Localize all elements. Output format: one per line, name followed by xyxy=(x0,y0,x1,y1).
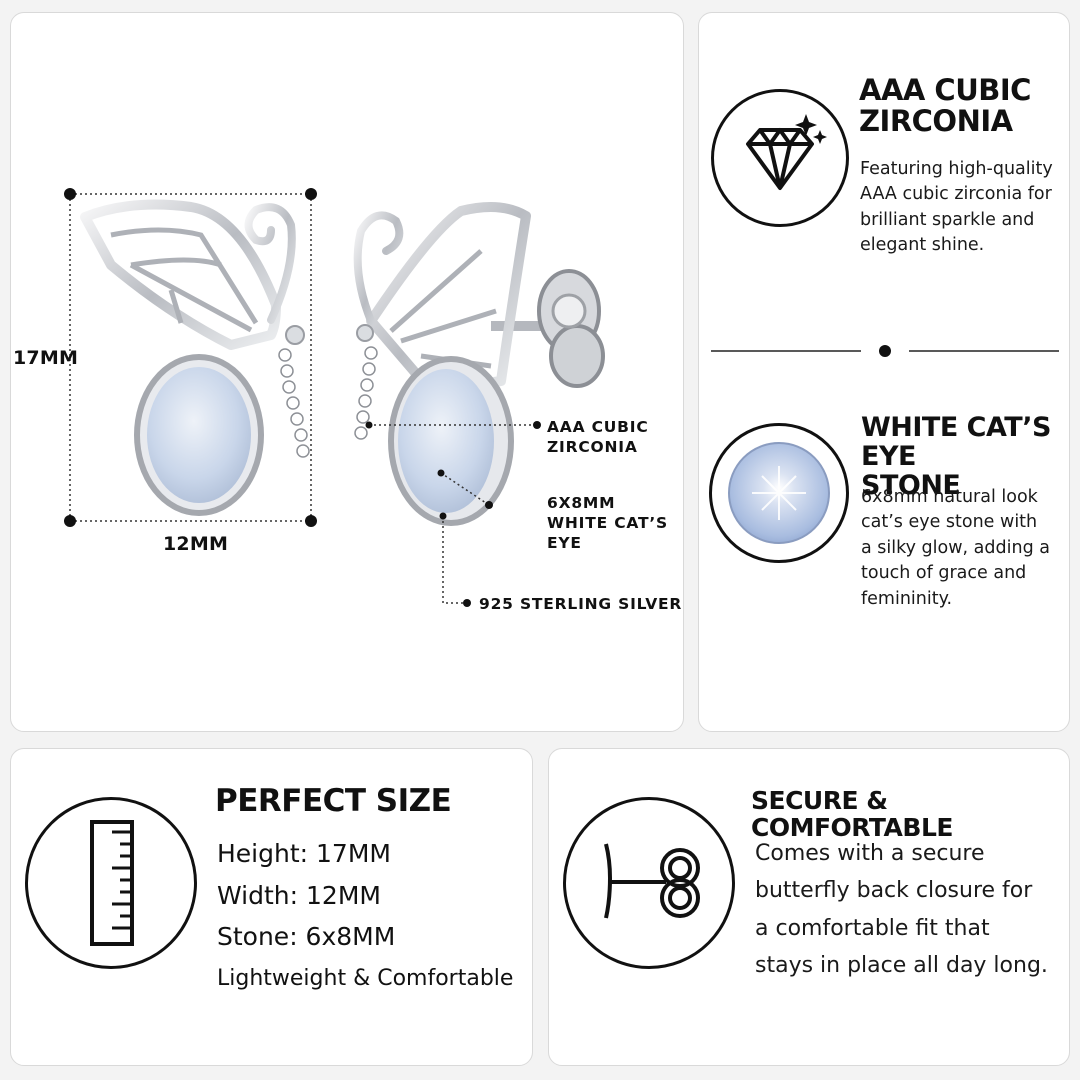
zirconia-title-line2: ZIRCONIA xyxy=(859,104,1013,139)
zirconia-description: Featuring high-quality AAA cubic zirconi… xyxy=(860,157,1053,259)
cats-eye-desc-line: 6x8mm natural look xyxy=(861,487,1038,507)
earring-back-icon xyxy=(604,843,700,919)
zirconia-desc-line: elegant shine. xyxy=(860,235,985,256)
secure-desc-line: stays in place all day long. xyxy=(755,953,1048,979)
cats-eye-title-line2: STONE xyxy=(861,470,961,502)
callout-stone: 6X8MM WHITE CAT’S EYE xyxy=(547,493,683,553)
cats-eye-icon-circle xyxy=(709,423,849,563)
zirconia-title-line1: AAA CUBIC xyxy=(859,73,1031,107)
cats-eye-desc-line: cat’s eye stone with xyxy=(861,512,1038,533)
product-panel: 17MM 12MM AAA CUBIC ZIRCONIA 6X8MM WHITE… xyxy=(10,12,684,732)
secure-description: Comes with a secure butterfly back closu… xyxy=(755,835,1048,985)
earring-front-image xyxy=(80,199,310,516)
stone-spec: Stone: 6x8MM xyxy=(217,922,396,951)
secure-title: SECURE & COMFORTABLE xyxy=(751,786,953,842)
secure-desc-line: Comes with a secure xyxy=(755,841,985,866)
height-dimension-label: 17MM xyxy=(13,347,79,369)
callout-zirconia: AAA CUBIC ZIRCONIA xyxy=(547,417,649,457)
cats-eye-title: WHITE CAT’S EYE STONE xyxy=(861,412,1069,502)
secure-comfortable-panel: SECURE & COMFORTABLE Comes with a secure… xyxy=(548,748,1070,1066)
width-spec: Width: 12MM xyxy=(217,881,381,910)
lightweight-spec: Lightweight & Comfortable xyxy=(217,966,514,991)
cats-eye-desc-line: touch of grace and xyxy=(861,563,1027,584)
zirconia-title: AAA CUBIC ZIRCONIA xyxy=(859,73,1031,139)
dimension-lines xyxy=(64,188,317,527)
zirconia-desc-line: Featuring high-quality xyxy=(860,159,1053,179)
perfect-size-panel: PERFECT SIZE Height: 17MM Width: 12MM St… xyxy=(10,748,533,1066)
diamond-icon xyxy=(746,114,827,190)
earring-back-icon-circle xyxy=(563,797,735,969)
callout-lines xyxy=(365,421,541,607)
ruler-icon xyxy=(90,820,134,946)
secure-desc-line: a comfortable fit that xyxy=(755,915,990,941)
cats-eye-title-line1: WHITE CAT’S EYE xyxy=(861,412,1051,473)
cats-eye-desc-line: a silky glow, adding a xyxy=(861,537,1050,558)
height-spec: Height: 17MM xyxy=(217,839,391,868)
secure-desc-line: butterfly back closure for xyxy=(755,878,1033,904)
section-divider xyxy=(711,345,1059,357)
perfect-size-title: PERFECT SIZE xyxy=(215,783,452,819)
zirconia-desc-line: brilliant sparkle and xyxy=(860,209,1035,230)
cats-eye-desc-line: femininity. xyxy=(861,588,953,609)
width-dimension-label: 12MM xyxy=(163,533,229,555)
cats-eye-stone-icon xyxy=(728,442,830,544)
zirconia-desc-line: AAA cubic zirconia for xyxy=(860,184,1052,205)
earring-side-image xyxy=(353,202,605,526)
zirconia-icon-circle xyxy=(711,89,849,227)
features-panel: AAA CUBIC ZIRCONIA Featuring high-qualit… xyxy=(698,12,1070,732)
callout-silver: 925 STERLING SILVER xyxy=(479,595,683,613)
callout-zirconia-line2: ZIRCONIA xyxy=(547,438,638,457)
ruler-icon-circle xyxy=(25,797,197,969)
callout-zirconia-line1: AAA CUBIC xyxy=(547,418,649,436)
cats-eye-description: 6x8mm natural look cat’s eye stone with … xyxy=(861,485,1050,612)
callout-stone-line2: WHITE CAT’S EYE xyxy=(547,514,668,553)
callout-stone-line1: 6X8MM xyxy=(547,494,616,512)
